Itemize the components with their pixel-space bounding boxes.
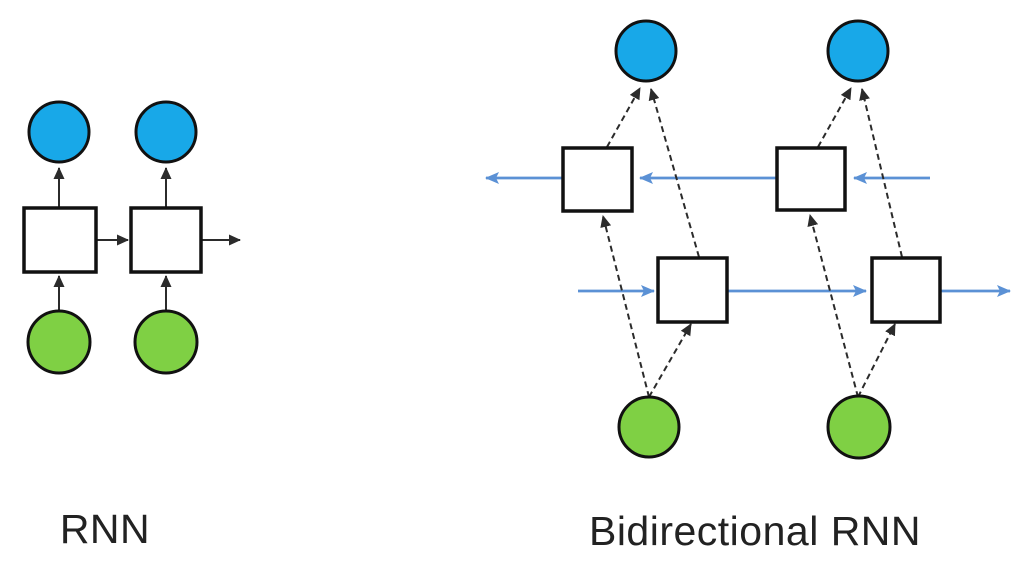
rnn-hidden-node-t2	[129, 206, 203, 274]
bidirectional-rnn-edge-input-t1-to-backward-t1	[600, 215, 650, 398]
bidirectional-rnn-output-node-t1	[614, 19, 678, 83]
bidirectional-rnn-backward-hidden-node-t1	[561, 146, 634, 213]
bidirectional-rnn-output-node-t2	[826, 19, 890, 83]
bidirectional-rnn-backward-hidden-node-t2	[775, 146, 847, 212]
bidirectional-rnn-forward-hidden-node-t2	[870, 256, 942, 324]
rnn-hidden-node-t1	[22, 206, 98, 274]
bidirectional-rnn-edge-forward-t1-to-output-t1	[648, 88, 700, 258]
bidirectional-rnn-edges-layer	[485, 87, 1011, 398]
rnn-label: RNN	[60, 506, 150, 552]
rnn-output-node-t1	[27, 100, 91, 164]
rnn-input-node-t1	[26, 309, 92, 375]
rnn-output-node-t2	[134, 100, 198, 164]
rnn-nodes-layer	[22, 100, 203, 375]
bidirectional-rnn-edge-input-t1-to-forward-t1	[648, 323, 692, 398]
bidirectional-rnn-edge-backward-t2-to-output-t2	[817, 87, 852, 148]
bidirectional-rnn-edge-forward-t2-to-output-t2	[859, 88, 903, 258]
bidirectional-rnn-label: Bidirectional RNN	[589, 508, 921, 554]
rnn-input-node-t2	[133, 309, 199, 375]
bidirectional-rnn-nodes-layer	[561, 19, 942, 460]
bidirectional-rnn-edge-backward-t1-to-output-t1	[606, 87, 641, 148]
bidirectional-rnn-edge-input-t2-to-backward-t2	[807, 214, 859, 398]
bidirectional-rnn-input-node-t2	[826, 394, 892, 460]
bidirectional-rnn-forward-hidden-node-t1	[656, 256, 729, 324]
rnn-edges-layer	[53, 167, 241, 310]
bidirectional-rnn-edge-input-t2-to-forward-t2	[857, 323, 896, 398]
bidirectional-rnn-input-node-t1	[617, 395, 681, 459]
